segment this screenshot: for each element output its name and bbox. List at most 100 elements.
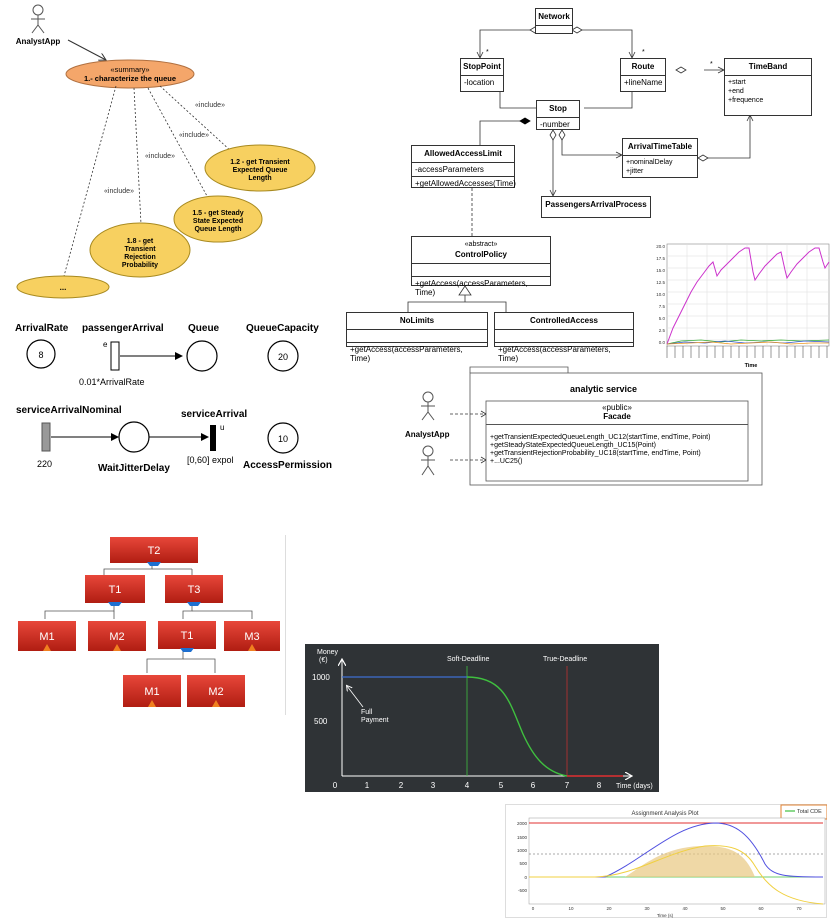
interval-label: [0,60] expol [187,455,234,465]
class-attr: -number [540,120,570,129]
money-y-unit: (€) [319,657,328,664]
class-time-band: TimeBand +start +end +frequence [724,58,812,116]
class-network: Network [535,8,573,34]
class-control-policy: «abstract» ControlPolicy +getAccess(acce… [411,236,551,297]
plot-green-series [666,339,830,345]
component-diagram-frame [421,366,763,486]
queue-length-plot: 20.0 17.5 15.0 12.5 10.0 7.5 5.0 2.5 0.0… [651,240,832,370]
money-x-tick: 1 [365,781,370,790]
access-permission-value: 10 [278,434,288,444]
class-op: +getAccess(accessParameters, Time) [350,345,463,363]
class-attr: -accessParameters [412,163,514,177]
assign-x-tick: 30 [644,906,650,911]
class-name: PassengersArrivalProcess [545,200,647,209]
class-attr: +frequence [728,97,764,104]
multiplicity: * [710,61,713,68]
assignment-analysis-plot: Assignment Analysis Plot Total CDE 2000 … [517,804,827,918]
class-no-limits: NoLimits +getAccess(accessParameters, Ti… [346,312,488,363]
facade-op: +...UC25() [490,458,523,465]
plot-magenta-series [666,247,830,345]
plot-y-tick: 2.5 [659,328,666,333]
class-controlled-access: ControlledAccess +getAccess(accessParame… [494,312,634,363]
rate-expression: 0.01*ArrivalRate [79,377,145,387]
facade-op: +getTransientRejectionProbability_UC18(s… [490,450,701,457]
class-attr: +end [728,88,744,95]
class-header: «abstract» ControlPolicy [412,237,550,264]
class-attrs: +nominalDelay +jitter [623,156,697,178]
access-permission-label: AccessPermission [243,460,332,471]
service-arrival-transition [210,425,216,451]
plot-y-tick: 12.5 [656,280,665,285]
class-attrs [347,330,487,343]
money-x-tick: 0 [333,781,338,790]
task-m2-label: M2 [109,631,124,643]
class-stop-point: StopPoint -location [460,58,504,92]
assign-x-tick: 10 [568,906,574,911]
u-label: u [220,423,224,432]
legend-label: Total CDE [797,809,822,815]
use-case-1-2 [204,144,316,192]
class-name: AllowedAccessLimit [412,146,514,163]
assign-y-tick: 2000 [517,821,528,826]
task-m1-label: M1 [39,631,54,643]
assignment-plot-title: Assignment Analysis Plot [631,811,698,817]
queue-capacity-value: 20 [278,352,288,362]
class-attrs [412,264,550,277]
plot-orange-series [666,341,829,345]
facade-header: «public» Facade [486,403,748,421]
wait-jitter-place [118,421,150,453]
plot-y-tick: 20.0 [656,244,665,249]
use-case-1-5 [173,195,263,243]
analyst-actor-icon [31,4,45,34]
facade-op: +getSteadyStateExpectedQueueLength_UC15(… [490,442,656,449]
use-case-more [16,275,110,299]
class-route: Route +lineName [620,58,666,92]
facade-name: Facade [603,412,631,421]
class-op: +getAllowedAccesses(Time) [415,179,516,188]
class-attrs: +start +end +frequence [725,76,811,107]
class-diagram-connectors: * * * [407,26,754,312]
service-nominal-transition [41,422,51,452]
facade-op: +getTransientExpectedQueueLength_UC12(st… [490,434,711,441]
include-label: «include» [179,132,209,139]
summary-use-case [65,59,195,89]
money-y-tick: 500 [314,717,328,726]
class-attrs [495,330,633,343]
plot-y-tick: 7.5 [659,304,666,309]
task-tree: T2 T1 T3 M1 M2 T1 M3 M1 M2 [18,535,286,715]
money-x-tick: 7 [565,781,570,790]
facade-stereotype: «public» [602,403,632,412]
class-passengers-arrival: PassengersArrivalProcess [541,196,651,218]
stereotype: «abstract» [464,241,498,248]
assign-x-label: Time (s) [657,913,674,918]
money-x-tick: 8 [597,781,602,790]
uc-more-label: ... [60,283,67,292]
assign-y-tick: -500 [518,888,528,893]
facade-separator [486,424,748,425]
service-nominal-value: 220 [37,459,52,469]
assign-x-tick: 60 [758,906,764,911]
money-x-tick: 4 [465,781,470,790]
plot-y-tick: 17.5 [656,256,665,261]
queue-capacity-label: QueueCapacity [246,323,319,334]
multiplicity: * [486,49,489,56]
queue-place [186,340,218,372]
class-name: Stop [537,101,579,118]
arrival-rate-label: ArrivalRate [15,323,69,334]
summary-stereotype: «summary» [110,65,149,74]
class-allowed-access-limit: AllowedAccessLimit -accessParameters +ge… [411,145,516,188]
include-label: «include» [104,188,134,195]
class-attr: -location [464,78,495,87]
money-y-tick: 1000 [312,673,330,682]
include-label: «include» [195,102,225,109]
assign-y-tick: 1000 [517,848,528,853]
assign-x-tick: 70 [796,906,802,911]
component-actor-label: AnalystApp [405,430,450,439]
queue-capacity-place [267,340,299,372]
money-x-tick: 3 [431,781,436,790]
passenger-arrival-transition [110,341,120,371]
class-attr: +lineName [624,78,663,87]
class-name: ArrivalTimeTable [623,139,697,156]
assign-x-tick: 20 [606,906,612,911]
full-payment-label: Payment [361,717,389,724]
